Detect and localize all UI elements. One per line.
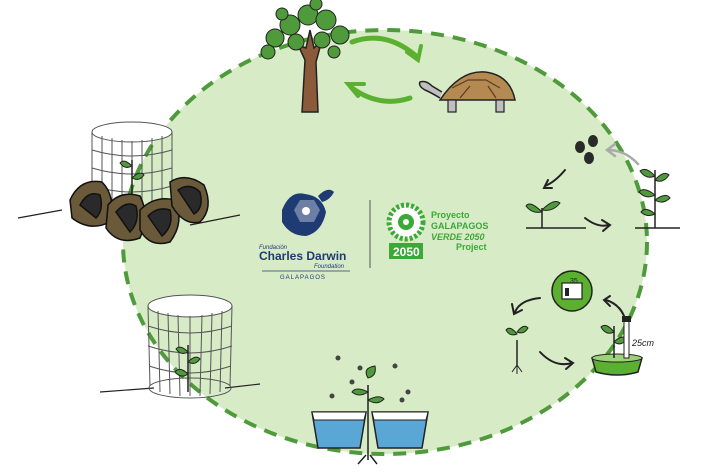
verde-line1: Proyecto <box>431 210 470 220</box>
exchange-arrows <box>343 35 423 104</box>
tortoise-logo-icon <box>282 189 334 236</box>
sensor-device-icon: 35 <box>551 270 593 312</box>
badge-2050 <box>389 243 423 259</box>
tree-illustration <box>260 0 350 113</box>
verde-line2: GALAPAGOS <box>431 221 488 231</box>
cdf-logo: Fundación Charles Darwin Foundation GALA… <box>259 189 350 281</box>
cdf-line4: GALAPAGOS <box>280 275 326 281</box>
wire-cage-illustration <box>99 294 261 399</box>
young-plant-illustration <box>635 168 680 229</box>
cdf-line1: Fundación <box>259 245 288 251</box>
verde-2050-logo: 2050 Proyecto GALAPAGOS VERDE 2050 Proje… <box>386 202 488 259</box>
gray-arrow-icon <box>604 142 640 166</box>
verde-line3: VERDE 2050 <box>431 232 485 242</box>
cdf-line3: Foundation <box>314 264 345 270</box>
cycle-circle <box>121 28 649 456</box>
pot-height-label: 25cm <box>631 338 655 348</box>
rooted-cutting-illustration <box>505 325 529 374</box>
water-drops <box>329 355 411 403</box>
verde-line4: Project <box>456 242 487 252</box>
flower-logo-icon <box>386 202 426 242</box>
cdf-line2: Charles Darwin <box>259 249 346 263</box>
sensor-label: 35 <box>570 278 578 285</box>
germination-trays-illustration <box>311 365 429 465</box>
seeds-icon <box>575 135 598 164</box>
tortoise-illustration <box>418 71 516 113</box>
badge-2050-text: 2050 <box>393 245 420 259</box>
potted-plant-illustration: 25cm <box>591 316 655 376</box>
rock-enclosure-illustration <box>17 121 241 245</box>
seedling-small-illustration <box>525 201 586 229</box>
